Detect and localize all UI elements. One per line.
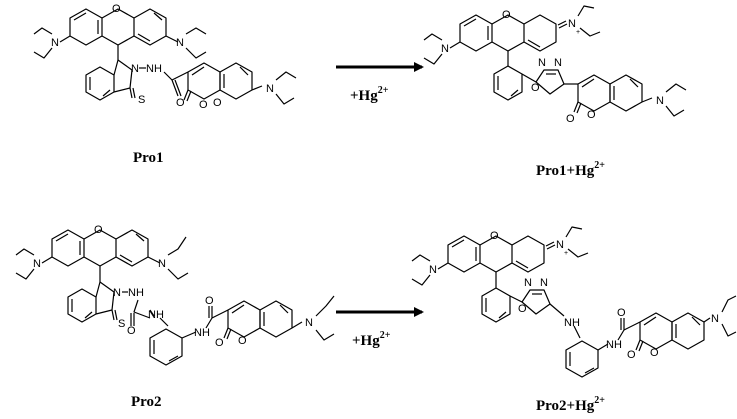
atom-n-oxadiazole-1: N bbox=[524, 277, 532, 289]
charge-plus: + bbox=[576, 29, 580, 36]
xanthene-right-ring bbox=[115, 229, 149, 267]
reagent-hg-2: +Hg2+ bbox=[352, 330, 391, 349]
atom-n-oxadiazole-2: N bbox=[540, 277, 548, 289]
atom-n-left: N bbox=[33, 258, 41, 270]
coumarin-benzo-ring bbox=[259, 300, 293, 338]
atom-n-left: N bbox=[441, 43, 449, 55]
atom-o-lactone: O bbox=[650, 347, 659, 359]
oxadiazole-ring bbox=[521, 289, 551, 315]
atom-n-coumarin: N bbox=[711, 313, 719, 325]
coumarin-pyranone-ring bbox=[187, 62, 221, 100]
atom-o-xanthene: O bbox=[94, 224, 103, 236]
atom-n-lactam: N bbox=[131, 63, 139, 75]
coumarin-benzo-ring bbox=[609, 74, 643, 112]
atom-labels-pro1-hg: O N N + O N N O O N bbox=[441, 9, 664, 125]
atom-n-iminium: N bbox=[568, 18, 576, 30]
atom-n-coumarin: N bbox=[305, 317, 313, 329]
atom-o-xanthene: O bbox=[490, 230, 499, 242]
atom-s: S bbox=[138, 94, 145, 106]
coumarin-benzo-ring bbox=[671, 312, 705, 350]
xanthene-left-ring bbox=[447, 235, 481, 273]
molecule-pro2-hg bbox=[411, 226, 737, 378]
atom-o-carbonyl: O bbox=[627, 349, 636, 361]
xanthene-left-ring bbox=[69, 8, 103, 46]
molecule-pro1 bbox=[33, 8, 297, 105]
molecule-pro1-hg bbox=[423, 5, 687, 117]
xanthene-right-ring bbox=[133, 8, 167, 46]
phenylene-ring bbox=[149, 328, 183, 366]
atom-n-coumarin: N bbox=[266, 83, 274, 95]
coumarin-pyranone-ring bbox=[639, 312, 673, 350]
atom-o-lactone-ring: O bbox=[213, 97, 222, 109]
atom-o-carbonyl: O bbox=[176, 97, 185, 109]
atom-labels-pro2: O N N N NH S O NH NH O O O N bbox=[33, 224, 313, 349]
atom-o-xanthene: O bbox=[502, 9, 511, 21]
xanthene-right-ring bbox=[511, 235, 545, 273]
atom-s: S bbox=[118, 318, 125, 330]
atom-o-oxadiazole: O bbox=[518, 303, 527, 315]
charge-plus: + bbox=[564, 250, 568, 257]
xanthene-left-ring bbox=[51, 229, 85, 267]
atom-nh: NH bbox=[146, 63, 162, 75]
coumarin-benzo-ring bbox=[219, 62, 253, 100]
atom-o-lactone: O bbox=[199, 99, 208, 111]
atom-o-amide: O bbox=[617, 307, 626, 319]
atom-o-amide: O bbox=[205, 295, 214, 307]
phenylene-ring bbox=[565, 340, 599, 378]
oxadiazole-ring bbox=[535, 69, 565, 95]
reagent-hg-1: +Hg2+ bbox=[350, 85, 389, 104]
atom-o-lactone: O bbox=[587, 109, 596, 121]
atom-n-coumarin: N bbox=[656, 95, 664, 107]
label-pro2-hg: Pro2+Hg2+ bbox=[536, 395, 605, 414]
label-pro1: Pro1 bbox=[133, 150, 164, 166]
atom-n-left: N bbox=[51, 37, 59, 49]
atom-nh-3: NH bbox=[194, 327, 210, 339]
xanthene-right-ring bbox=[523, 14, 557, 52]
phenyl-ring bbox=[481, 287, 511, 323]
atom-n-right: N bbox=[158, 258, 166, 270]
atom-n-oxadiazole-1: N bbox=[538, 57, 546, 69]
atom-o-urea: O bbox=[127, 325, 136, 337]
atom-n-lactam: N bbox=[113, 287, 121, 299]
phenyl-ring bbox=[493, 65, 523, 101]
atom-n-right: N bbox=[176, 37, 184, 49]
molecule-pro2 bbox=[15, 229, 335, 366]
xanthene-left-ring bbox=[459, 14, 493, 52]
atom-labels-pro1: O N N N NH S O O O N bbox=[51, 3, 274, 111]
label-pro2: Pro2 bbox=[131, 394, 162, 410]
coumarin-pyranone-ring bbox=[227, 300, 261, 338]
atom-o-carbonyl: O bbox=[566, 113, 575, 125]
atom-o-lactone: O bbox=[238, 335, 247, 347]
label-pro1-hg: Pro1+Hg2+ bbox=[536, 160, 605, 179]
atom-n-left: N bbox=[429, 264, 437, 276]
atom-o-xanthene: O bbox=[112, 3, 121, 15]
atom-nh-2: NH bbox=[606, 339, 622, 351]
atom-nh-2: NH bbox=[148, 309, 164, 321]
atom-n-oxadiazole-2: N bbox=[554, 57, 562, 69]
atom-n-iminium: N bbox=[556, 239, 564, 251]
coumarin-pyranone-ring bbox=[577, 74, 611, 112]
atom-nh-1: NH bbox=[564, 317, 580, 329]
atom-labels-pro2-hg: O N N + O N N NH NH O O O N bbox=[429, 230, 719, 361]
atom-o-oxadiazole: O bbox=[531, 82, 540, 94]
atom-nh-1: NH bbox=[128, 287, 144, 299]
atom-o-carbonyl: O bbox=[215, 337, 224, 349]
